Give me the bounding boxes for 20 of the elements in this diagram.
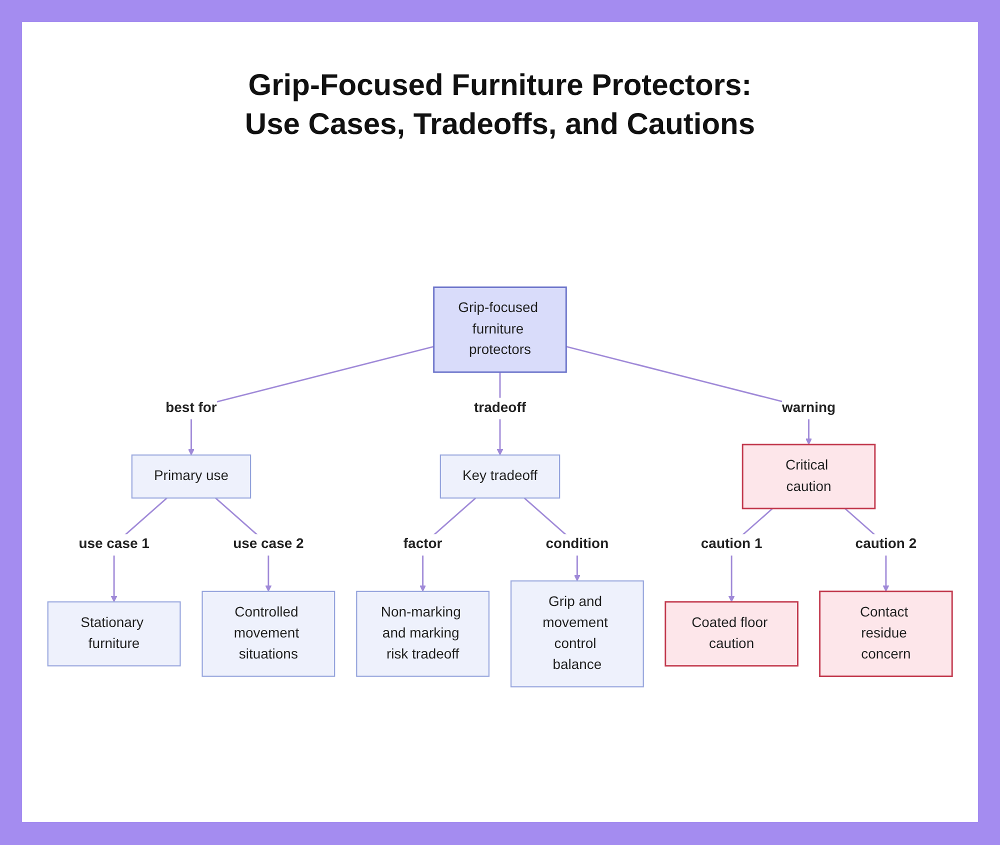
node-box: Critical caution [742,444,876,510]
node-box: Grip and movement control balance [510,580,644,688]
node-box: Coated floor caution [664,601,798,667]
node-box: Primary use [131,454,252,499]
node-box: Contact residue concern [819,590,953,678]
edge-label: warning [782,400,836,416]
node-box: Controlled movement situations [202,590,336,677]
node-box: Key tradeoff [440,454,560,499]
node-box: Non-marking and marking risk tradeoff [356,590,490,677]
edge-label: tradeoff [474,400,526,416]
edge-label: factor [403,536,442,552]
diagram-title: Grip-Focused Furniture Protectors: Use Cases, Tradeoffs, and Cautions [244,68,756,143]
edge-label: caution 2 [855,536,917,552]
node-box: Grip-focused furniture protectors [433,286,567,373]
edge-label: best for [166,400,217,416]
edge-label: caution 1 [700,536,762,552]
node-box: Stationary furniture [47,601,181,666]
edge-label: use case 2 [233,536,304,552]
edge-label: condition [546,536,609,552]
edge-label: use case 1 [78,536,150,552]
